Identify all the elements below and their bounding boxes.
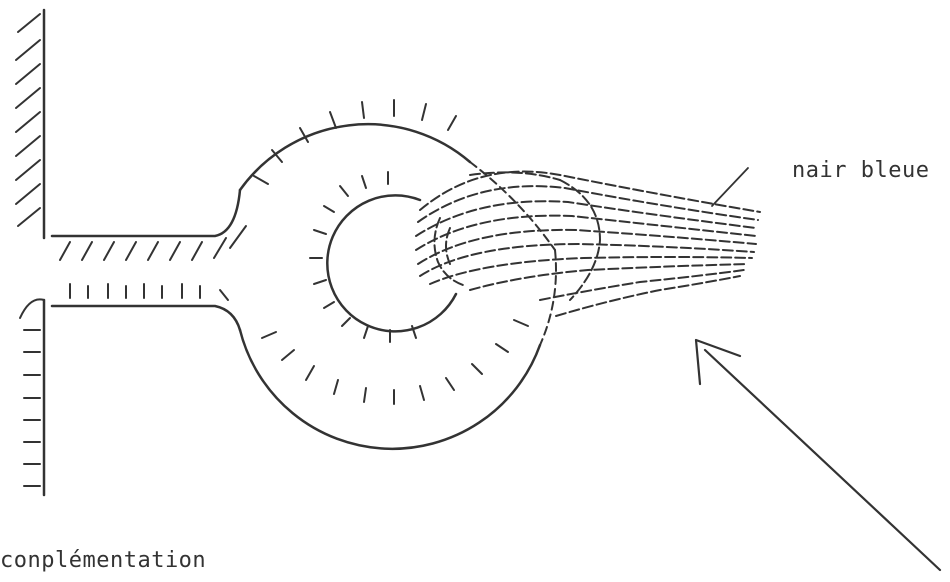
outer-ring (240, 100, 556, 449)
complementation-label: conplémentation (0, 548, 206, 573)
lower-channel-wall (52, 284, 240, 330)
flow-streaks (416, 172, 760, 316)
label-leader-line (712, 168, 748, 206)
flow-arrow (696, 340, 940, 570)
left-wall (16, 10, 44, 238)
nair-bleue-label: nair bleue (792, 158, 929, 183)
inner-circle (310, 172, 456, 342)
upper-channel-wall (52, 190, 246, 260)
lower-left-wall (20, 299, 44, 495)
